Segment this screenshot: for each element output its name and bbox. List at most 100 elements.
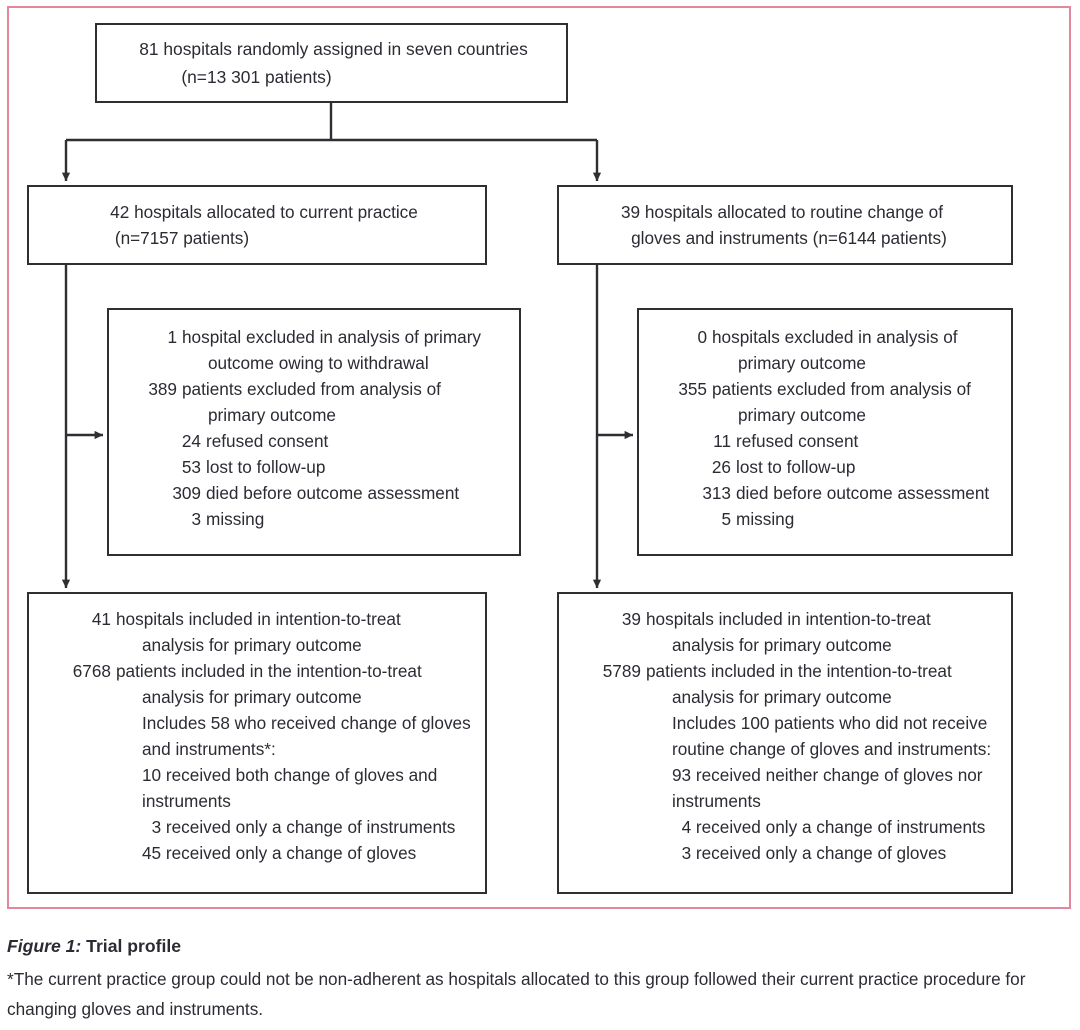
flow-line-text: primary outcome	[738, 353, 866, 373]
flow-line-text: instruments	[142, 791, 231, 811]
flow-line-text: hospitals included in intention-to-treat	[116, 609, 401, 629]
flow-line-count: 389	[148, 379, 177, 399]
flow-line-text: routine change of gloves and instruments…	[672, 739, 992, 759]
flow-line-text: patients included in the intention-to-tr…	[646, 661, 952, 681]
flow-line-text: outcome owing to withdrawal	[208, 353, 429, 373]
flow-text-line: analysis for primary outcome	[35, 684, 477, 710]
flow-text-line: 3 received only a change of instruments	[35, 814, 477, 840]
flow-line-text: refused consent	[206, 431, 329, 451]
flow-text-line: primary outcome	[115, 402, 509, 428]
flow-line-count: 3	[191, 509, 201, 529]
caption-title-line: Figure 1: Trial profile	[7, 934, 1067, 959]
alloc-left-line-2: (n=7157 patients)	[43, 225, 471, 251]
flow-text-line: analysis for primary outcome	[565, 684, 1003, 710]
figure-number-label: Figure 1:	[7, 936, 82, 956]
flow-text-line: outcome owing to withdrawal	[115, 350, 509, 376]
flow-line-text: analysis for primary outcome	[672, 635, 892, 655]
flow-line-text: 93 received neither change of gloves nor	[672, 765, 983, 785]
flow-line-count: 53	[181, 457, 201, 477]
flow-line-text: analysis for primary outcome	[672, 687, 892, 707]
alloc-left-line-1-text: 42 hospitals allocated to current practi…	[110, 202, 418, 222]
flow-line-text: patients included in the intention-to-tr…	[116, 661, 422, 681]
flow-line-count: 11	[713, 431, 731, 451]
flow-line-text: died before outcome assessment	[736, 483, 990, 503]
flow-text-line: and instruments*:	[35, 736, 477, 762]
flow-line-count: 26	[711, 457, 731, 477]
flow-text-line: 10 received both change of gloves and	[35, 762, 477, 788]
flow-line-count: 355	[678, 379, 707, 399]
flow-line-text: patients excluded from analysis of	[712, 379, 971, 399]
figure-caption: Figure 1: Trial profile *The current pra…	[7, 934, 1067, 1024]
flow-line-text: refused consent	[736, 431, 859, 451]
flow-text-line: 3 received only a change of gloves	[565, 840, 1003, 866]
flow-line-text: hospitals included in intention-to-treat	[646, 609, 931, 629]
flow-line-text: Includes 100 patients who did not receiv…	[672, 713, 988, 733]
flow-text-line: analysis for primary outcome	[565, 632, 1003, 658]
flow-text-line: routine change of gloves and instruments…	[565, 736, 1003, 762]
flow-text-line: Includes 58 who received change of glove…	[35, 710, 477, 736]
box-allocation-routine-change: 39 hospitals allocated to routine change…	[557, 185, 1013, 265]
figure-footnote: *The current practice group could not be…	[7, 969, 1026, 1019]
randomised-line-2-text: (n=13 301 patients)	[181, 67, 332, 87]
randomised-line-2: (n=13 301 patients)	[111, 63, 552, 91]
flow-text-line: Includes 100 patients who did not receiv…	[565, 710, 1003, 736]
flow-line-text: patients excluded from analysis of	[182, 379, 441, 399]
flow-line-count: 309	[172, 483, 201, 503]
flow-line-count: 5	[721, 509, 731, 529]
flow-text-line: instruments	[35, 788, 477, 814]
flow-line-count: 313	[702, 483, 731, 503]
flow-line-count: 1	[167, 327, 177, 347]
figure-title-text: Trial profile	[81, 936, 182, 956]
alloc-right-line-2: gloves and instruments (n=6144 patients)	[573, 225, 997, 251]
flow-line-text: and instruments*:	[142, 739, 276, 759]
flow-line-text: 45 received only a change of gloves	[142, 843, 417, 863]
flow-text-line: 45 received only a change of gloves	[35, 840, 477, 866]
alloc-left-line-1: 42 hospitals allocated to current practi…	[43, 199, 471, 225]
figure-frame-border	[7, 6, 1071, 909]
flow-line-text: lost to follow-up	[206, 457, 326, 477]
flow-line-count: 6768	[72, 661, 111, 681]
flow-line-text: died before outcome assessment	[206, 483, 460, 503]
flow-line-text: missing	[736, 509, 795, 529]
flow-line-count: 41	[91, 609, 111, 629]
flow-text-line: analysis for primary outcome	[35, 632, 477, 658]
flow-line-count: 24	[181, 431, 201, 451]
flow-line-text: analysis for primary outcome	[142, 635, 362, 655]
flow-line-text: hospital excluded in analysis of primary	[182, 327, 482, 347]
randomised-line-1: 81 hospitals randomly assigned in seven …	[111, 35, 552, 63]
flow-text-line: 4 received only a change of instruments	[565, 814, 1003, 840]
flow-line-text: missing	[206, 509, 265, 529]
flow-line-text: hospitals excluded in analysis of	[712, 327, 958, 347]
alloc-right-line-2-text: gloves and instruments (n=6144 patients)	[631, 228, 947, 248]
randomised-line-1-text: 81 hospitals randomly assigned in seven …	[139, 39, 528, 59]
alloc-right-line-1-text: 39 hospitals allocated to routine change…	[620, 202, 943, 222]
flow-line-count: 5789	[602, 661, 641, 681]
flow-line-text: Includes 58 who received change of glove…	[142, 713, 471, 733]
alloc-right-line-1: 39 hospitals allocated to routine change…	[573, 199, 997, 225]
flow-line-text: 3 received only a change of gloves	[672, 843, 947, 863]
flow-line-text: primary outcome	[208, 405, 336, 425]
flow-line-text: 3 received only a change of instruments	[142, 817, 456, 837]
flow-line-count: 0	[697, 327, 707, 347]
box-randomised: 81 hospitals randomly assigned in seven …	[95, 23, 568, 103]
flow-text-line: instruments	[565, 788, 1003, 814]
